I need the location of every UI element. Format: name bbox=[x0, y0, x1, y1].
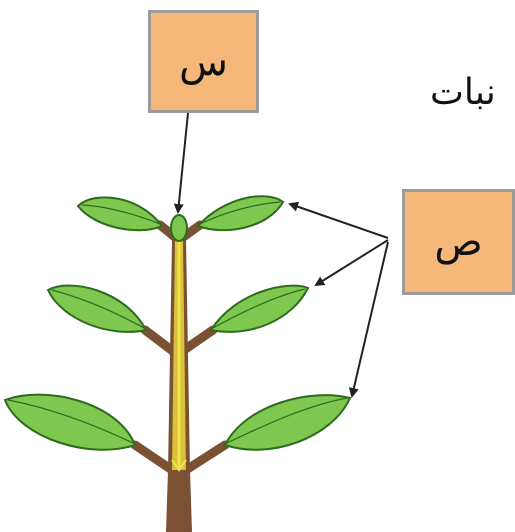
branch-middle-right bbox=[179, 325, 218, 355]
label-s-text: س bbox=[179, 38, 228, 85]
label-box-s: س bbox=[148, 10, 259, 113]
leaf-middle-right bbox=[209, 284, 310, 333]
arrow-p-to-top-leaf bbox=[288, 201, 389, 239]
leaf-top-left bbox=[76, 196, 164, 232]
leaf-middle-left bbox=[46, 284, 148, 333]
leaf-lower-right bbox=[223, 394, 352, 451]
leaves bbox=[3, 195, 352, 451]
leaf-veins bbox=[7, 201, 348, 444]
arrows bbox=[173, 112, 389, 398]
arrow-p-to-middle-leaf bbox=[314, 239, 389, 287]
label-box-p: ص bbox=[402, 189, 515, 295]
main-stem bbox=[166, 240, 192, 532]
leaf-lower-left bbox=[3, 393, 137, 451]
label-p-text: ص bbox=[434, 219, 483, 265]
leaf-top-right bbox=[196, 195, 285, 232]
branch-middle-left bbox=[140, 325, 179, 357]
arrow-s-to-bud bbox=[173, 112, 189, 214]
arrow-p-to-lower-leaf bbox=[348, 241, 389, 398]
terminal-bud bbox=[170, 214, 188, 242]
branch-lower-left bbox=[130, 440, 177, 475]
side-text: نبات bbox=[430, 72, 496, 113]
branch-lower-right bbox=[181, 440, 230, 475]
